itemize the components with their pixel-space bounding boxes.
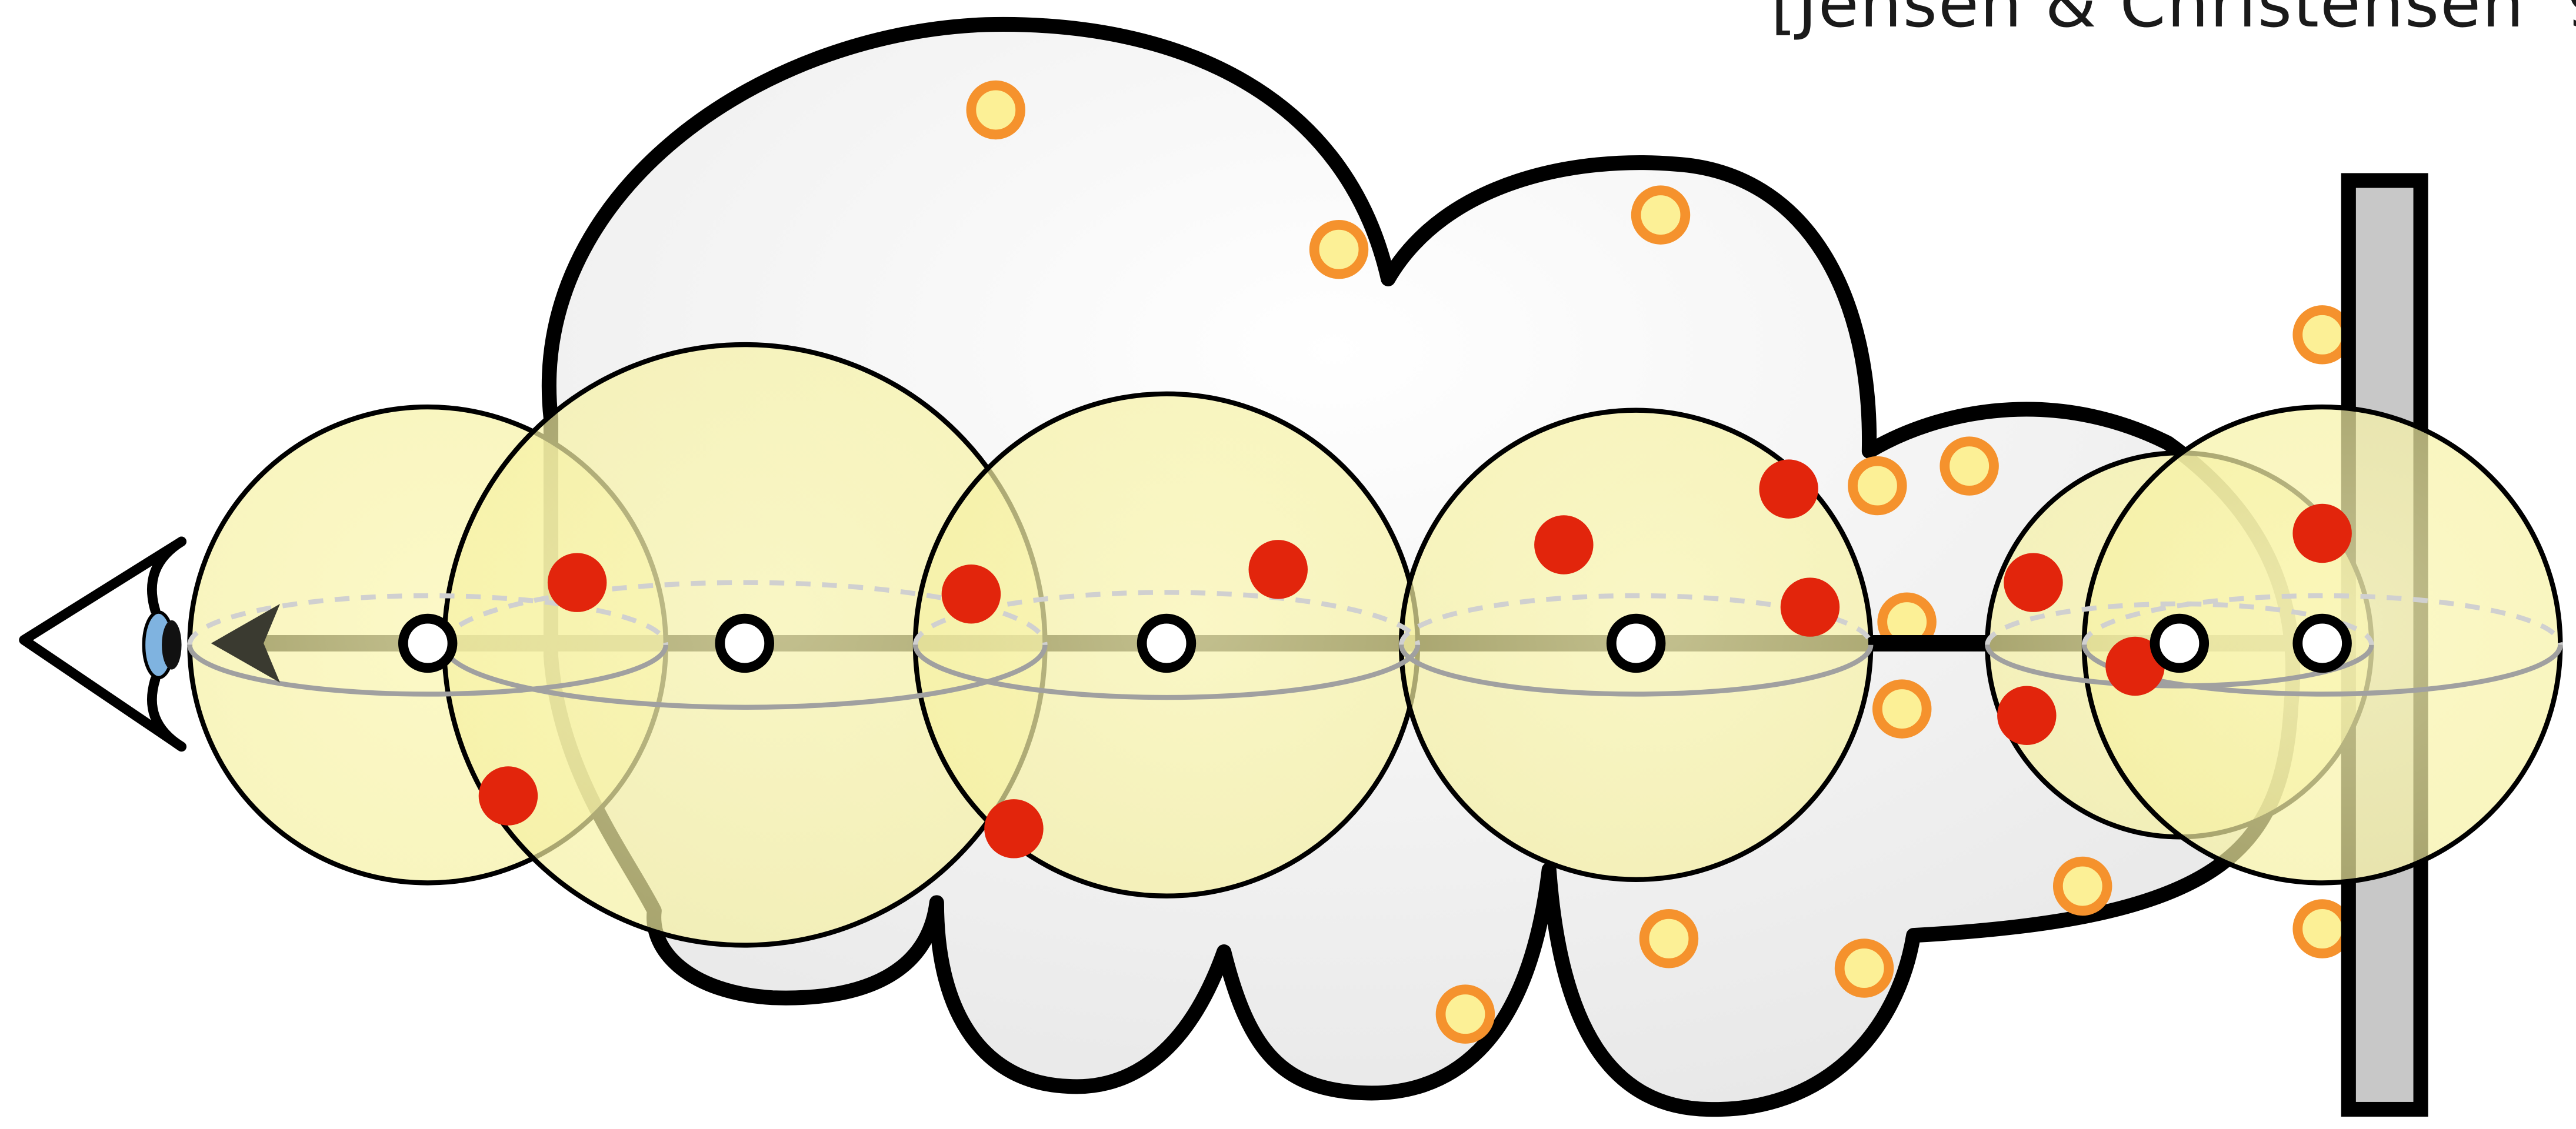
photon-outside bbox=[1639, 909, 1699, 968]
eye-icon bbox=[19, 536, 186, 752]
photon-inside bbox=[478, 766, 538, 826]
photon-outside bbox=[966, 80, 1025, 140]
sample-point bbox=[715, 613, 775, 673]
eye-pupil-icon bbox=[162, 620, 182, 670]
photon-outside bbox=[1872, 679, 1932, 739]
photon-outside bbox=[1848, 456, 1907, 516]
view-ray-arrowhead bbox=[211, 603, 281, 683]
photon-inside bbox=[547, 553, 607, 612]
photon-outside bbox=[1309, 219, 1369, 279]
photon-outside bbox=[2292, 305, 2352, 365]
sample-point bbox=[2150, 613, 2210, 673]
sample-point bbox=[398, 613, 458, 673]
photons-inside-group bbox=[478, 459, 2352, 859]
photon-outside bbox=[1940, 436, 1999, 496]
sample-point bbox=[1606, 613, 1666, 673]
photon-outside bbox=[2052, 856, 2112, 916]
photon-inside bbox=[1534, 515, 1594, 574]
photon-outside bbox=[1631, 185, 1691, 245]
photons-outside-group bbox=[966, 80, 2352, 1044]
photon-inside bbox=[1759, 459, 1818, 519]
photon-inside bbox=[2105, 636, 2165, 696]
sample-point bbox=[2292, 613, 2352, 673]
photon-outside bbox=[1435, 984, 1495, 1044]
photon-outside bbox=[2292, 899, 2352, 958]
photon-inside bbox=[2292, 503, 2352, 563]
photon-inside bbox=[1997, 686, 2057, 745]
photon-inside bbox=[1780, 577, 1840, 637]
photon-inside bbox=[1248, 540, 1308, 599]
sphere-equators-group bbox=[187, 580, 2563, 710]
photon-inside bbox=[2004, 553, 2063, 612]
citation-label: [Jensen & Christensen '98] bbox=[1771, 0, 2576, 42]
sample-point bbox=[1137, 613, 1197, 673]
sample-points-group bbox=[398, 613, 2352, 673]
photon-inside bbox=[941, 564, 1001, 624]
photon-inside bbox=[984, 799, 1044, 859]
photon-outside bbox=[1834, 938, 1894, 998]
